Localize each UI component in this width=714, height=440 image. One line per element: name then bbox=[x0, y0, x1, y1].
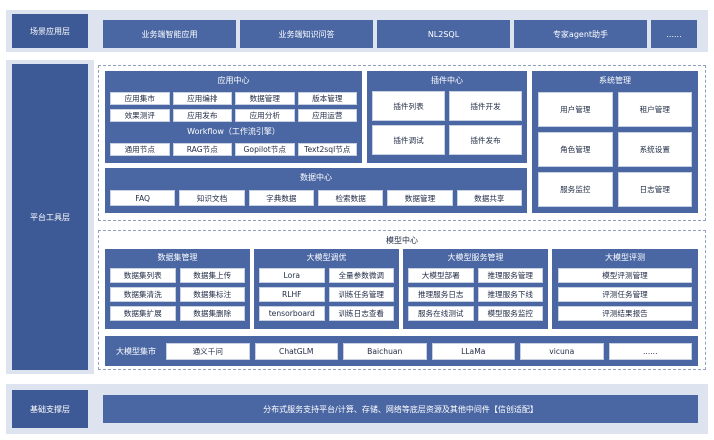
workflow-cell[interactable]: 通用节点 bbox=[110, 143, 170, 156]
dataset-cell[interactable]: 数据集扩展 bbox=[110, 306, 176, 321]
workflow-cell[interactable]: Gopilot节点 bbox=[235, 143, 295, 156]
scene-item[interactable]: ...... bbox=[651, 20, 697, 48]
platform-layer-label: 平台工具层 bbox=[12, 64, 88, 370]
plugin-cell[interactable]: 插件调试 bbox=[372, 125, 445, 155]
data-center-grid: FAQ 知识文档 字典数据 检索数据 数据管理 数据共享 bbox=[110, 190, 522, 206]
data-cell[interactable]: 数据共享 bbox=[456, 190, 522, 206]
tuning-cell[interactable]: Lora bbox=[259, 268, 325, 283]
app-cell[interactable]: 应用运营 bbox=[297, 109, 357, 122]
market-grid: 通义千问 ChatGLM Baichuan LLaMa vicuna .....… bbox=[166, 343, 692, 360]
upper-region bbox=[98, 65, 706, 221]
scene-item[interactable]: 业务端知识问答 bbox=[240, 20, 373, 48]
service-cell[interactable]: 大模型部署 bbox=[408, 268, 474, 283]
market-cell[interactable]: LLaMa bbox=[431, 343, 515, 360]
base-layer-label: 基础支撑层 bbox=[12, 390, 88, 428]
service-grid: 大模型部署 推理服务管理 推理服务日志 推理服务下线 服务在线测试 模型服务监控 bbox=[408, 268, 543, 321]
workflow-cell[interactable]: Text2sql节点 bbox=[297, 143, 357, 156]
app-cell[interactable]: 版本管理 bbox=[297, 92, 357, 105]
app-center-row3: 通用节点 RAG节点 Gopilot节点 Text2sql节点 bbox=[110, 143, 357, 156]
tuning-cell[interactable]: 全量参数微调 bbox=[328, 268, 394, 283]
app-cell[interactable]: 效果测评 bbox=[110, 109, 170, 122]
system-mgmt-grid: 用户管理 租户管理 角色管理 系统设置 服务监控 日志管理 bbox=[538, 92, 692, 207]
data-cell[interactable]: 数据管理 bbox=[387, 190, 453, 206]
app-cell[interactable]: 应用分析 bbox=[235, 109, 295, 122]
market-cell[interactable]: 通义千问 bbox=[166, 343, 250, 360]
system-cell[interactable]: 日志管理 bbox=[617, 172, 692, 207]
tuning-cell[interactable]: RLHF bbox=[259, 287, 325, 302]
workflow-cell[interactable]: RAG节点 bbox=[172, 143, 232, 156]
system-cell[interactable]: 用户管理 bbox=[538, 92, 613, 127]
eval-cell[interactable]: 模型评测管理 bbox=[558, 268, 692, 283]
dataset-cell[interactable]: 数据集清洗 bbox=[110, 287, 176, 302]
scene-items: 业务端智能应用 业务端知识问答 NL2SQL 专家agent助手 ...... bbox=[103, 20, 703, 48]
tuning-cell[interactable]: 训练任务管理 bbox=[328, 287, 394, 302]
plugin-center-grid: 插件列表 插件开发 插件调试 插件发布 bbox=[372, 91, 522, 155]
service-cell[interactable]: 推理服务下线 bbox=[477, 287, 543, 302]
app-center-row2: 效果测评 应用发布 应用分析 应用运营 bbox=[110, 109, 357, 122]
app-cell[interactable]: 应用发布 bbox=[172, 109, 232, 122]
dataset-cell[interactable]: 数据集删除 bbox=[179, 306, 245, 321]
market-cell[interactable]: Baichuan bbox=[343, 343, 427, 360]
service-cell[interactable]: 推理服务日志 bbox=[408, 287, 474, 302]
scene-layer-label: 场景应用层 bbox=[12, 14, 88, 48]
eval-title: 大模型评测 bbox=[552, 250, 698, 264]
data-cell[interactable]: 检索数据 bbox=[318, 190, 384, 206]
data-cell[interactable]: FAQ bbox=[110, 190, 176, 206]
app-center-row1: 应用集市 应用编排 数据管理 版本管理 bbox=[110, 92, 357, 105]
data-cell[interactable]: 知识文档 bbox=[179, 190, 245, 206]
scene-item[interactable]: NL2SQL bbox=[377, 20, 510, 48]
dataset-title: 数据集管理 bbox=[105, 250, 250, 264]
dataset-cell[interactable]: 数据集上传 bbox=[179, 268, 245, 283]
tuning-title: 大模型调优 bbox=[254, 250, 399, 264]
eval-grid: 模型评测管理 评测任务管理 评测结果报告 bbox=[558, 268, 692, 321]
plugin-cell[interactable]: 插件发布 bbox=[449, 125, 522, 155]
scene-item[interactable]: 业务端智能应用 bbox=[103, 20, 236, 48]
plugin-cell[interactable]: 插件列表 bbox=[372, 91, 445, 121]
system-mgmt-title: 系统管理 bbox=[532, 73, 698, 87]
tuning-cell[interactable]: tensorboard bbox=[259, 306, 325, 321]
service-cell[interactable]: 推理服务管理 bbox=[477, 268, 543, 283]
app-cell[interactable]: 应用集市 bbox=[110, 92, 170, 105]
eval-cell[interactable]: 评测任务管理 bbox=[558, 287, 692, 302]
app-center-title: 应用中心 bbox=[105, 73, 362, 87]
system-cell[interactable]: 角色管理 bbox=[538, 132, 613, 167]
dataset-cell[interactable]: 数据集列表 bbox=[110, 268, 176, 283]
data-center-title: 数据中心 bbox=[105, 170, 527, 184]
scene-item[interactable]: 专家agent助手 bbox=[514, 20, 647, 48]
market-cell[interactable]: ...... bbox=[608, 343, 692, 360]
base-support-bar[interactable]: 分布式服务支持平台/计算、存储、网络等底层资源及其他中间件【信创适配】 bbox=[103, 395, 698, 423]
system-cell[interactable]: 服务监控 bbox=[538, 172, 613, 207]
plugin-center-title: 插件中心 bbox=[367, 73, 527, 87]
model-center-region bbox=[98, 230, 706, 370]
tuning-grid: Lora 全量参数微调 RLHF 训练任务管理 tensorboard 训练日志… bbox=[259, 268, 394, 321]
service-cell[interactable]: 服务在线测试 bbox=[408, 306, 474, 321]
service-title: 大模型服务管理 bbox=[403, 250, 548, 264]
app-cell[interactable]: 应用编排 bbox=[172, 92, 232, 105]
dataset-grid: 数据集列表 数据集上传 数据集清洗 数据集标注 数据集扩展 数据集删除 bbox=[110, 268, 245, 321]
plugin-cell[interactable]: 插件开发 bbox=[449, 91, 522, 121]
workflow-title: Workflow（工作流引擎） bbox=[105, 125, 362, 138]
market-cell[interactable]: ChatGLM bbox=[254, 343, 338, 360]
service-cell[interactable]: 模型服务监控 bbox=[477, 306, 543, 321]
data-cell[interactable]: 字典数据 bbox=[248, 190, 314, 206]
market-cell[interactable]: vicuna bbox=[520, 343, 604, 360]
eval-cell[interactable]: 评测结果报告 bbox=[558, 306, 692, 321]
tuning-cell[interactable]: 训练日志查看 bbox=[328, 306, 394, 321]
system-cell[interactable]: 系统设置 bbox=[617, 132, 692, 167]
system-cell[interactable]: 租户管理 bbox=[617, 92, 692, 127]
app-cell[interactable]: 数据管理 bbox=[235, 92, 295, 105]
dataset-cell[interactable]: 数据集标注 bbox=[179, 287, 245, 302]
market-title: 大模型集市 bbox=[116, 346, 156, 356]
model-center-title: 模型中心 bbox=[386, 235, 418, 245]
